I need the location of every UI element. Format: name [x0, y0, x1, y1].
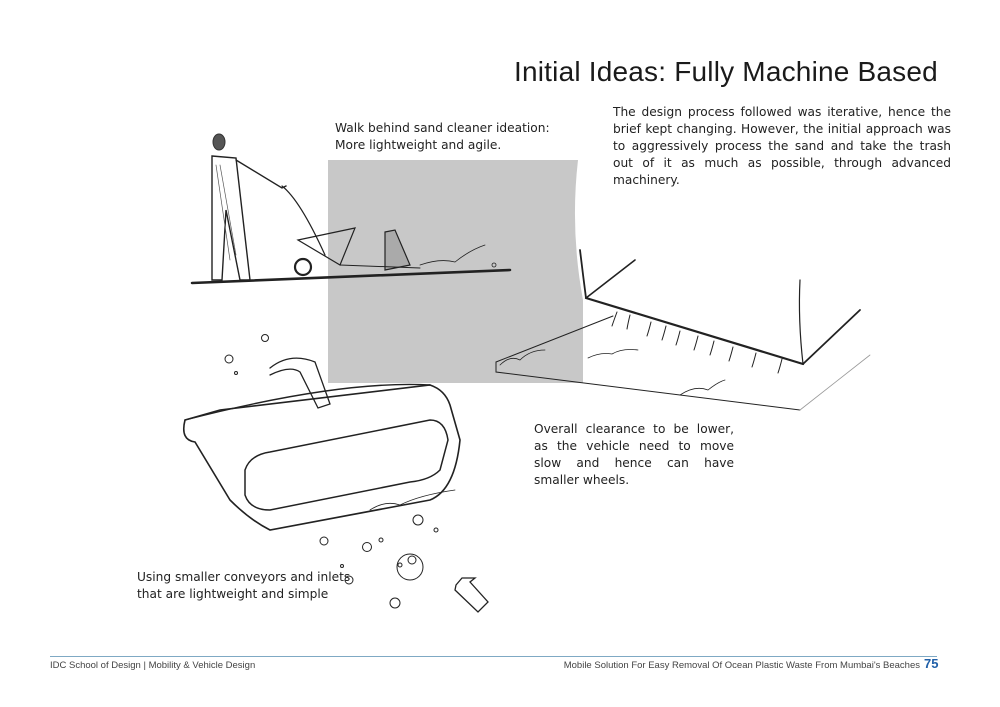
conveyor-inlet-sketch	[182, 334, 489, 613]
conveyor-annotation: Using smaller conveyors and inlets that …	[137, 569, 367, 603]
walk-behind-annotation-line2: More lightweight and agile.	[335, 138, 502, 152]
page-title: Initial Ideas: Fully Machine Based	[514, 56, 938, 87]
conveyor-annotation-line1: Using smaller conveyors and inlets	[137, 570, 351, 584]
walk-behind-annotation: Walk behind sand cleaner ideation: More …	[335, 120, 555, 154]
footer-project-title: Mobile Solution For Easy Removal Of Ocea…	[563, 660, 920, 671]
conveyor-annotation-line2: that are lightweight and simple	[137, 587, 329, 601]
footer-institution: IDC School of Design | Mobility & Vehicl…	[50, 660, 256, 671]
clearance-annotation: Overall clearance to be lower, as the ve…	[534, 422, 734, 487]
low-clearance-vehicle-sketch	[495, 249, 871, 411]
walk-behind-sand-cleaner-sketch	[190, 133, 512, 285]
footer-divider	[50, 656, 937, 657]
intro-paragraph: The design process followed was iterativ…	[613, 105, 951, 187]
page-number: 75	[924, 656, 939, 671]
walk-behind-annotation-line1: Walk behind sand cleaner ideation:	[335, 121, 550, 135]
